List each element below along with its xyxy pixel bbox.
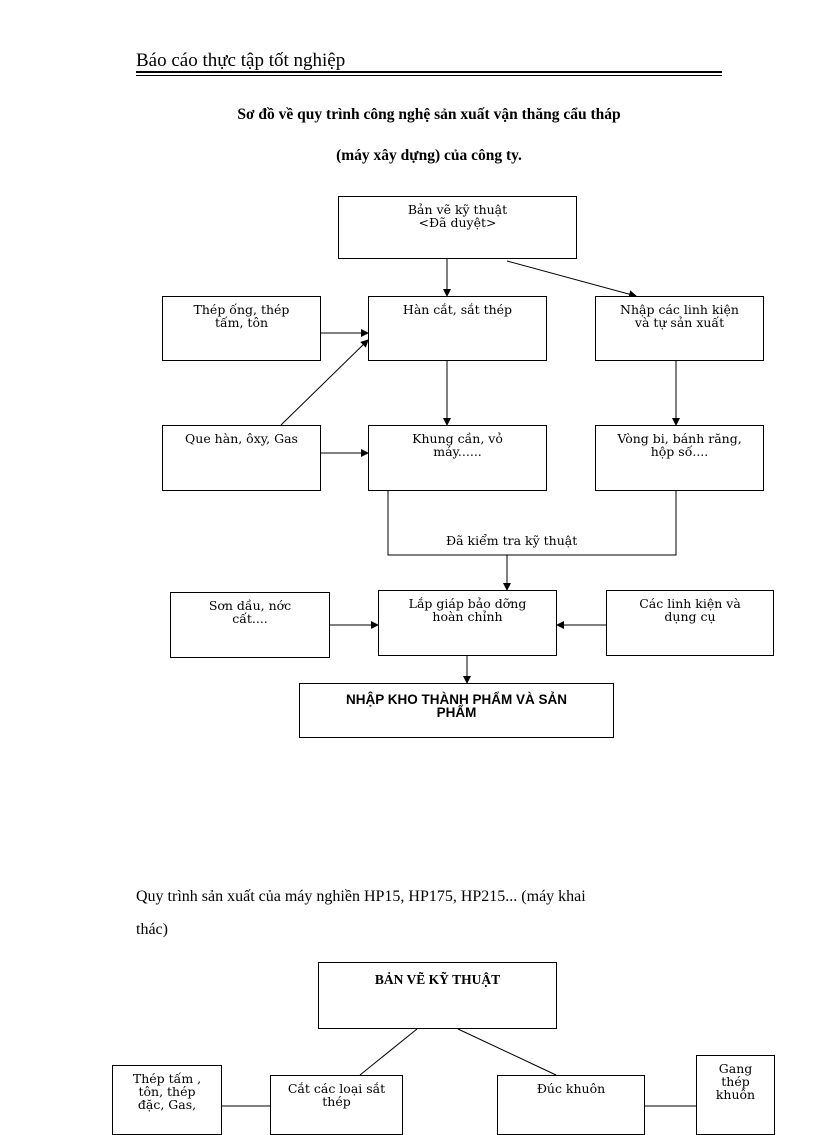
header-rule-thin (136, 75, 722, 76)
node-que-han: Que hàn, ôxy, Gas (162, 425, 321, 491)
node-ban-ve-ky-thuat: Bản vẽ kỹ thuật <Đã duyệt> (338, 196, 577, 259)
node-thep-ong: Thép ống, thép tấm, tôn (162, 296, 321, 361)
node-lap-giap: Lắp giáp bảo dỡng hoàn chỉnh (378, 590, 557, 656)
paragraph-line2: thác) (136, 921, 168, 938)
node-son-dau: Sơn dầu, nớc cất.... (170, 592, 330, 658)
node-nhap-linh-kien: Nhập các linh kiện và tự sản xuất (595, 296, 764, 361)
node-khung-can: Khung cần, vỏ máy...... (368, 425, 547, 491)
node-nhap-kho: NHẬP KHO THÀNH PHẨM VÀ SẢN PHẨM (299, 683, 614, 738)
node-han-cat: Hàn cắt, sắt thép (368, 296, 547, 361)
line-banve2-catsat (359, 1028, 418, 1076)
node2-gang-thep: Gang thép khuôn (696, 1055, 775, 1135)
paragraph-line1: Quy trình sản xuất của máy nghiền HP15, … (136, 888, 586, 905)
node2-duc-khuon: Đúc khuôn (497, 1075, 645, 1135)
header-title: Báo cáo thực tập tốt nghiệp (136, 50, 346, 71)
header-rule-thick (136, 71, 722, 73)
diagram1-title-line2: (máy xây dựng) của công ty. (336, 147, 522, 164)
arrow-quehan-hancat (280, 339, 369, 426)
node2-thep-tam: Thép tấm , tôn, thép đặc, Gas, (112, 1065, 222, 1135)
line-banve2-duckhuon (457, 1028, 557, 1076)
arrow-banve-nhaplk (506, 260, 637, 299)
node-vong-bi: Vòng bi, bánh răng, hộp số.... (595, 425, 764, 491)
diagram1-title-line1: Sơ đồ về quy trình công nghệ sản xuất vậ… (237, 106, 621, 123)
merge-line (387, 491, 677, 556)
node2-ban-ve-ky-thuat: BẢN VẼ KỸ THUẬT (318, 962, 557, 1029)
merge-label: Đã kiểm tra kỹ thuật (446, 533, 578, 548)
node2-cat-sat: Cắt các loại sắt thép (270, 1075, 403, 1135)
node-cac-linh-kien: Các linh kiện và dụng cụ (606, 590, 774, 656)
